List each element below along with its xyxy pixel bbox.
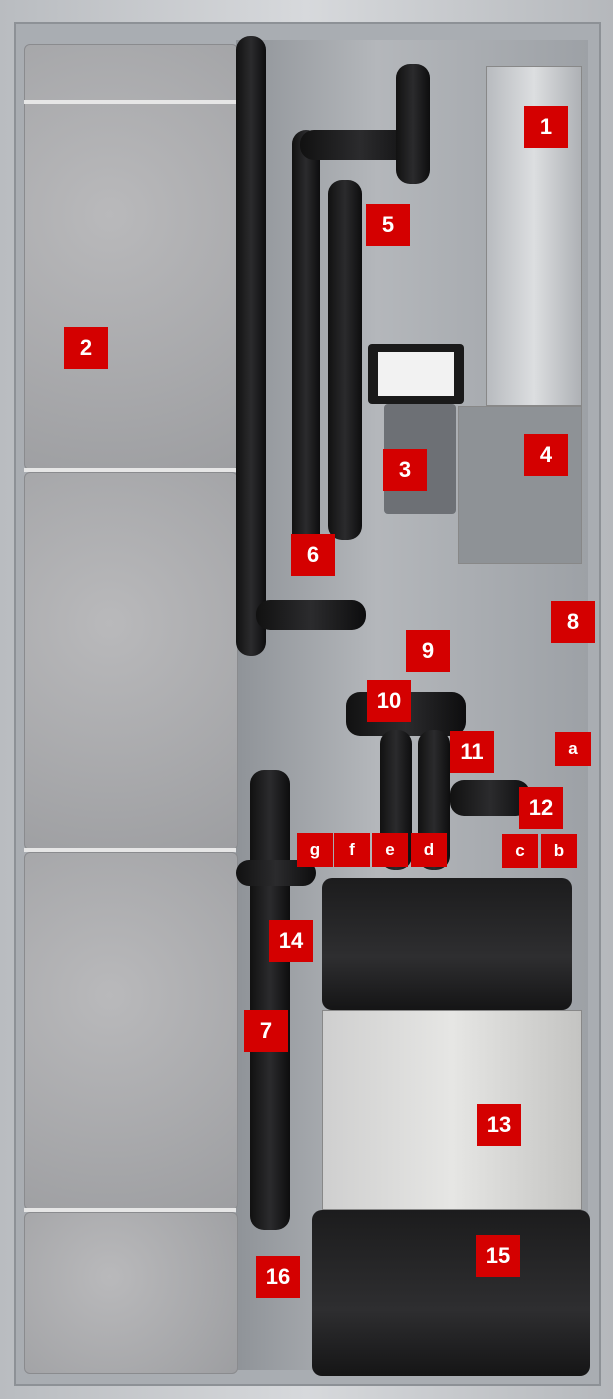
label-12: 12	[519, 787, 563, 829]
label-8: 8	[551, 601, 595, 643]
pipe	[292, 130, 320, 550]
label-c: c	[502, 834, 538, 868]
label-b: b	[541, 834, 577, 868]
label-g: g	[297, 833, 333, 867]
label-f: f	[334, 833, 370, 867]
label-d: d	[411, 833, 447, 867]
pipe	[250, 770, 290, 1230]
pipe	[396, 64, 430, 184]
label-7: 7	[244, 1010, 288, 1052]
label-14: 14	[269, 920, 313, 962]
label-4: 4	[524, 434, 568, 476]
tank-base	[312, 1210, 590, 1376]
label-15: 15	[476, 1235, 520, 1277]
strap	[24, 1208, 236, 1212]
pipe	[236, 36, 266, 656]
label-e: e	[372, 833, 408, 867]
tank-body	[322, 1010, 582, 1210]
pipe	[328, 180, 362, 540]
label-5: 5	[366, 204, 410, 246]
label-11: 11	[450, 731, 494, 773]
label-1: 1	[524, 106, 568, 148]
label-13: 13	[477, 1104, 521, 1146]
display-screen	[378, 352, 454, 396]
electrical-box	[458, 406, 582, 564]
label-16: 16	[256, 1256, 300, 1298]
label-a: a	[555, 732, 591, 766]
pipe	[450, 780, 530, 816]
label-2: 2	[64, 327, 108, 369]
insulated-tank-section	[24, 472, 238, 850]
label-6: 6	[291, 534, 335, 576]
strap	[24, 848, 236, 852]
insulated-tank-section	[24, 44, 238, 470]
tank-top	[322, 878, 572, 1010]
label-9: 9	[406, 630, 450, 672]
pipe	[256, 600, 366, 630]
strap	[24, 100, 236, 104]
insulated-tank-section	[24, 852, 238, 1210]
label-10: 10	[367, 680, 411, 722]
strap	[24, 468, 236, 472]
label-3: 3	[383, 449, 427, 491]
insulated-tank-section	[24, 1212, 238, 1374]
